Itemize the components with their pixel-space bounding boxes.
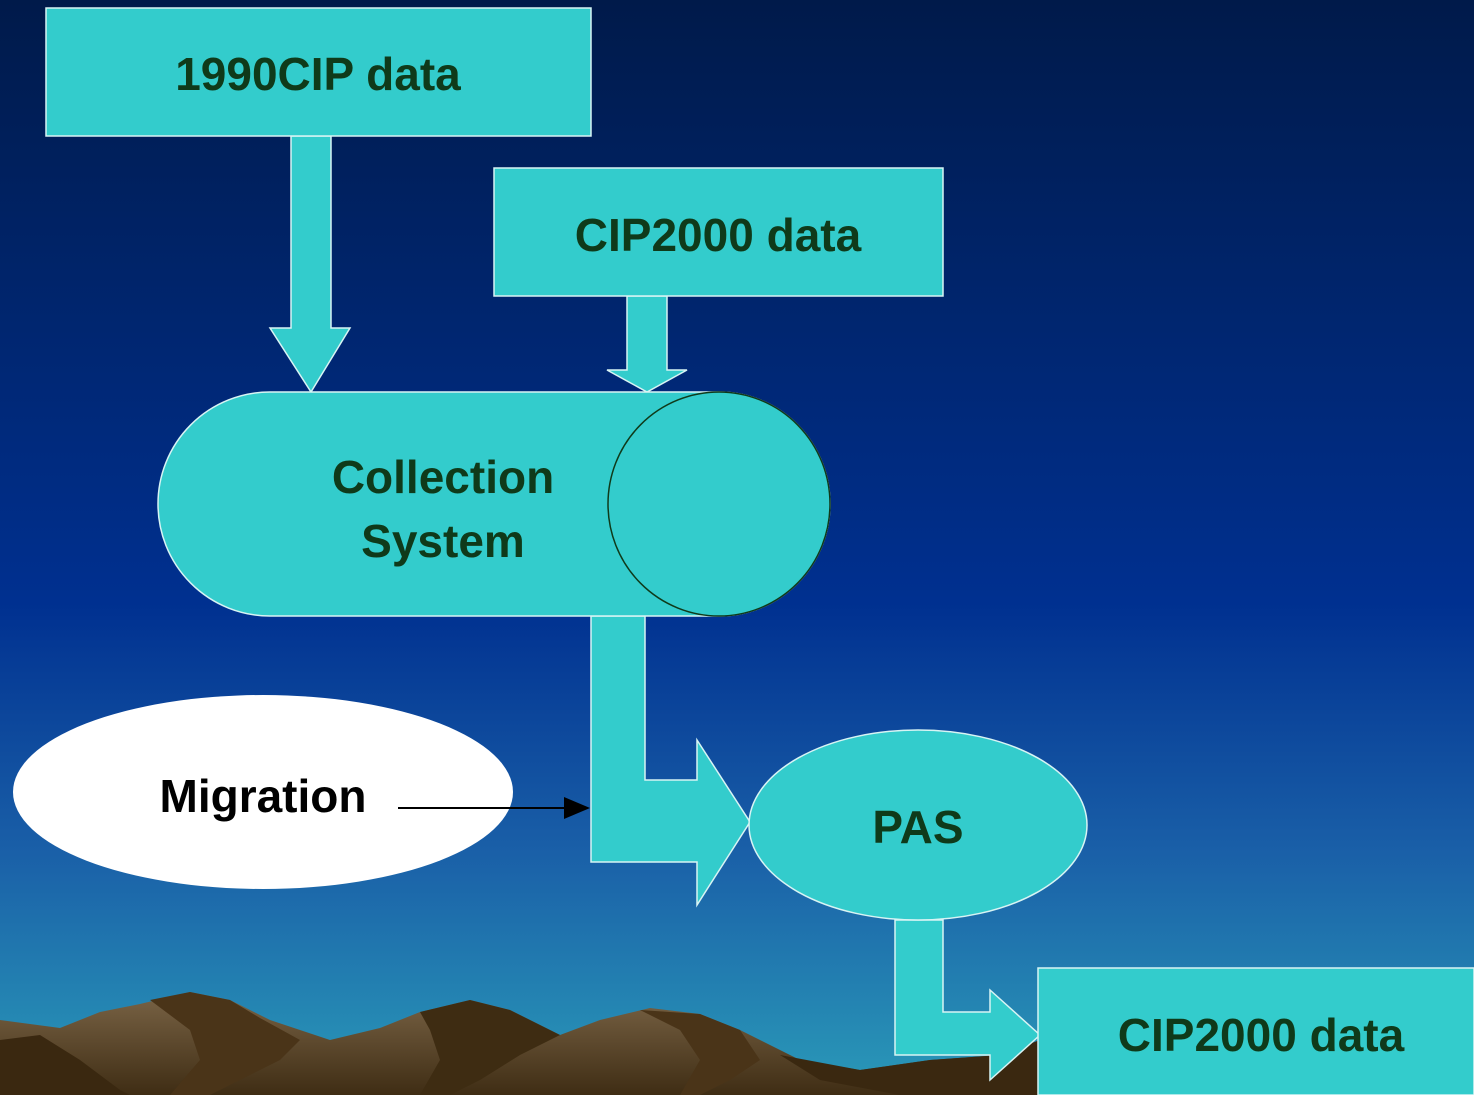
migration-connector — [398, 797, 590, 819]
pas-label: PAS — [872, 801, 963, 853]
collection-label-line1: Collection — [332, 451, 554, 503]
collection-label-line2: System — [361, 515, 525, 567]
output-label: CIP2000 data — [1118, 1009, 1405, 1061]
arrow-pas-to-output — [894, 919, 1042, 1082]
mountain-silhouette — [0, 992, 1040, 1095]
arrow-collection-to-pas — [590, 615, 751, 908]
source-2000-box: CIP2000 data — [493, 167, 944, 297]
cylinder-end-cap — [607, 391, 831, 617]
migration-node: Migration — [13, 695, 513, 889]
source-1990-label: 1990CIP data — [175, 48, 461, 100]
migration-label: Migration — [160, 770, 367, 822]
output-box: CIP2000 data — [1037, 967, 1474, 1095]
arrow-2000-to-collection — [606, 295, 688, 393]
collection-system-cylinder: Collection System — [157, 391, 831, 617]
source-1990-box: 1990CIP data — [45, 7, 592, 137]
arrow-1990-to-collection — [268, 135, 352, 394]
pas-node: PAS — [748, 729, 1088, 921]
source-2000-label: CIP2000 data — [575, 209, 862, 261]
